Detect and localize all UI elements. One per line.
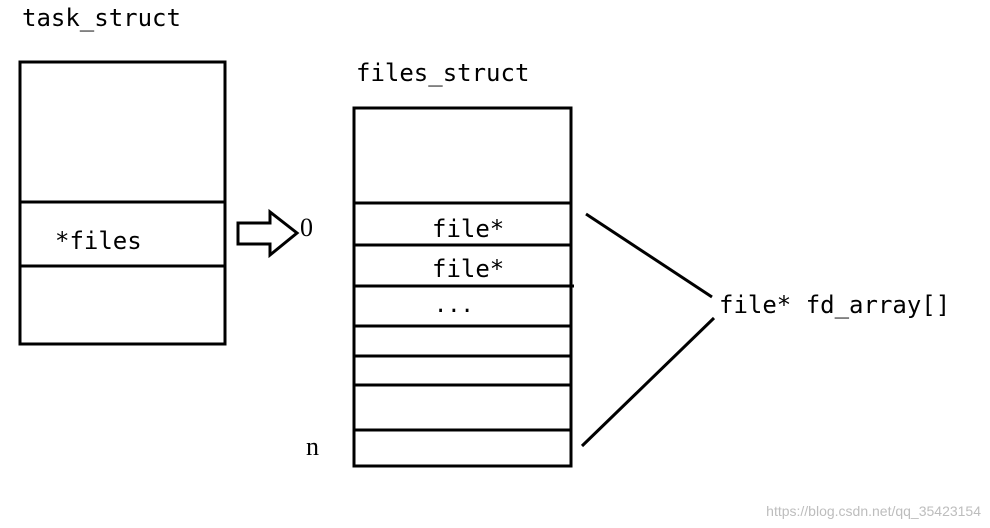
fd-slot-label: file*: [432, 255, 504, 283]
pointer-arrow-icon: [236, 208, 300, 259]
fd-array-bracket-upper: [585, 212, 713, 299]
fd-array-label: file* fd_array[]: [719, 291, 950, 319]
index-zero-label: 0: [300, 213, 313, 242]
task-struct-title: task_struct: [22, 4, 181, 32]
watermark-text: https://blog.csdn.net/qq_35423154: [766, 503, 981, 519]
fd-slot-label: file*: [432, 215, 504, 243]
fd-slot-ellipsis: ...: [434, 293, 474, 318]
index-n-label: n: [306, 432, 319, 461]
files-pointer-field: *files: [55, 227, 142, 255]
files-struct-title: files_struct: [356, 59, 529, 87]
files-struct-box: [352, 106, 574, 468]
task-struct-box: [18, 60, 227, 346]
fd-array-bracket-lower: [580, 316, 716, 448]
